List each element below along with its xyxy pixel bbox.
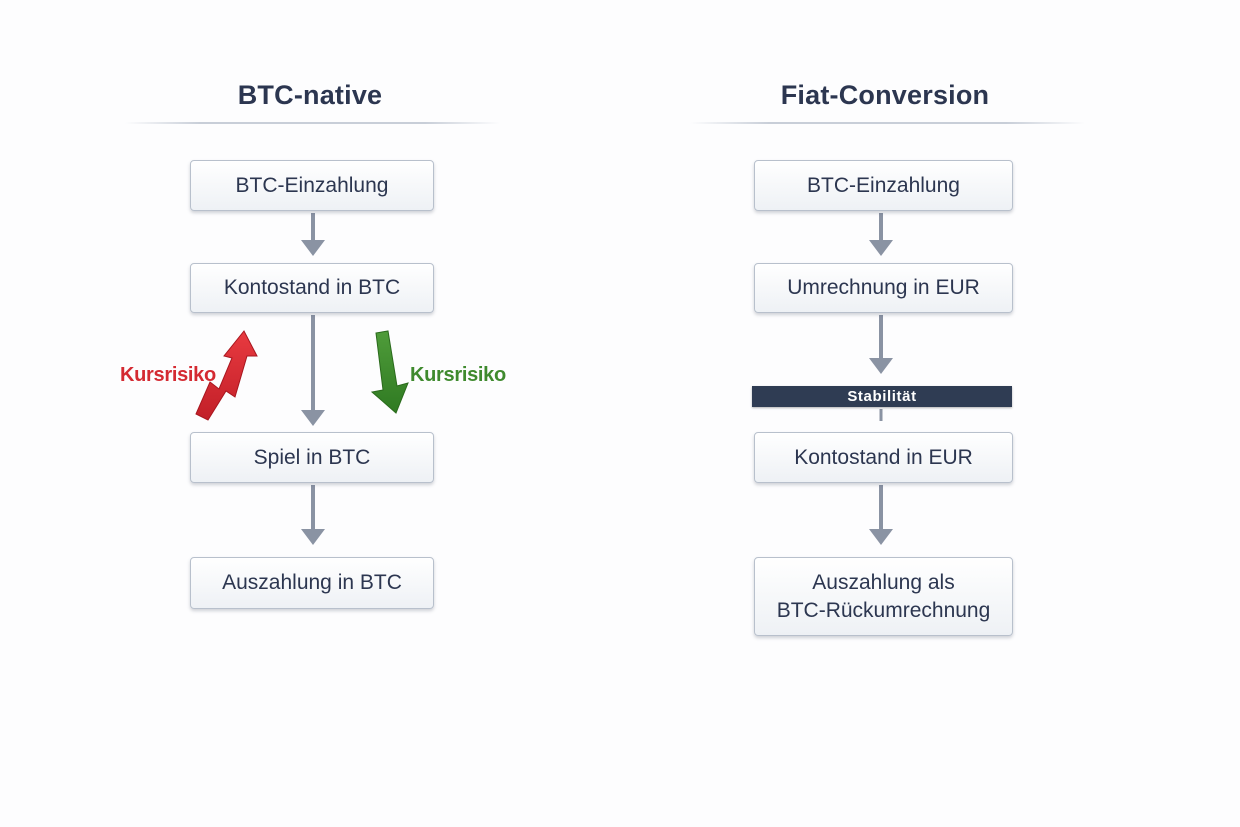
left-step-deposit: BTC-Einzahlung <box>190 160 434 211</box>
right-step-balance: Kontostand in EUR <box>754 432 1013 483</box>
left-arrow-3 <box>301 485 325 545</box>
left-step-payout: Auszahlung in BTC <box>190 557 434 609</box>
left-arrow-1 <box>301 213 325 256</box>
risk-up-arrow-icon <box>195 330 258 421</box>
right-title-divider <box>690 122 1085 124</box>
left-arrow-2 <box>301 315 325 426</box>
left-step-balance: Kontostand in BTC <box>190 263 434 313</box>
risk-up-label: Kursrisiko <box>120 364 216 386</box>
right-arrow-1 <box>869 213 893 256</box>
right-step-conversion: Umrechnung in EUR <box>754 263 1013 313</box>
right-step-payout: Auszahlung als BTC-Rückumrechnung <box>754 557 1013 636</box>
left-step-game: Spiel in BTC <box>190 432 434 483</box>
btc-native-title: BTC-native <box>237 80 383 110</box>
right-arrow-2 <box>869 315 893 374</box>
left-title-divider <box>125 122 500 124</box>
right-arrow-3 <box>869 485 893 545</box>
fiat-conversion-title: Fiat-Conversion <box>780 80 990 110</box>
risk-down-arrow-icon <box>370 330 409 414</box>
right-step-deposit: BTC-Einzahlung <box>754 160 1013 211</box>
risk-down-label: Kursrisiko <box>410 364 506 386</box>
stability-bar: Stabilität <box>752 386 1012 407</box>
